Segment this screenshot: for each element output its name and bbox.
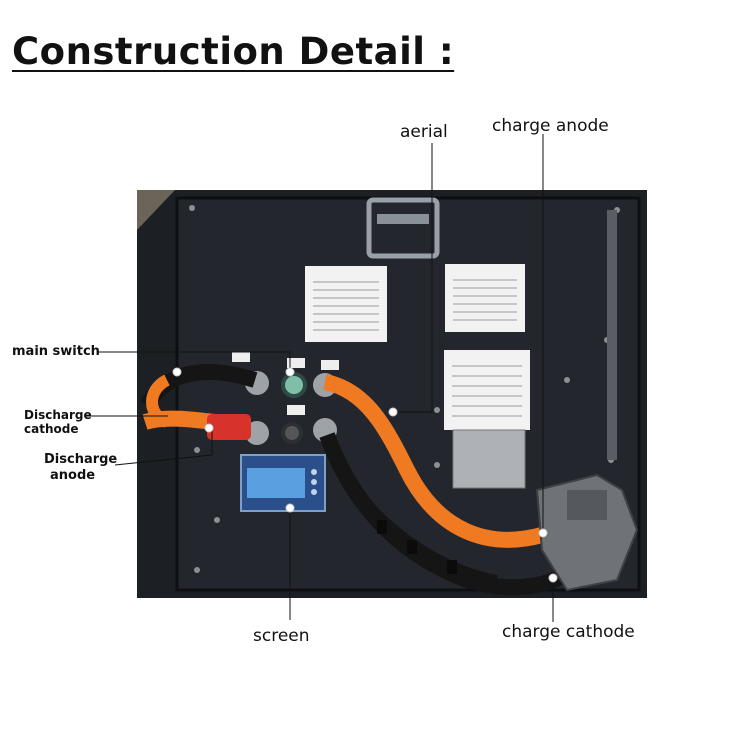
label-screen: screen [253,626,310,646]
label-charge-anode: charge anode [492,116,609,136]
label-charge-cathode: charge cathode [502,622,635,642]
label-discharge-cathode: Discharge cathode [24,408,92,436]
battery-pack-photo [137,190,647,598]
label-aerial: aerial [400,122,448,142]
page-title: Construction Detail : [12,30,455,73]
label-main-switch: main switch [12,344,100,359]
label-discharge-anode: Discharge anode [44,452,118,483]
